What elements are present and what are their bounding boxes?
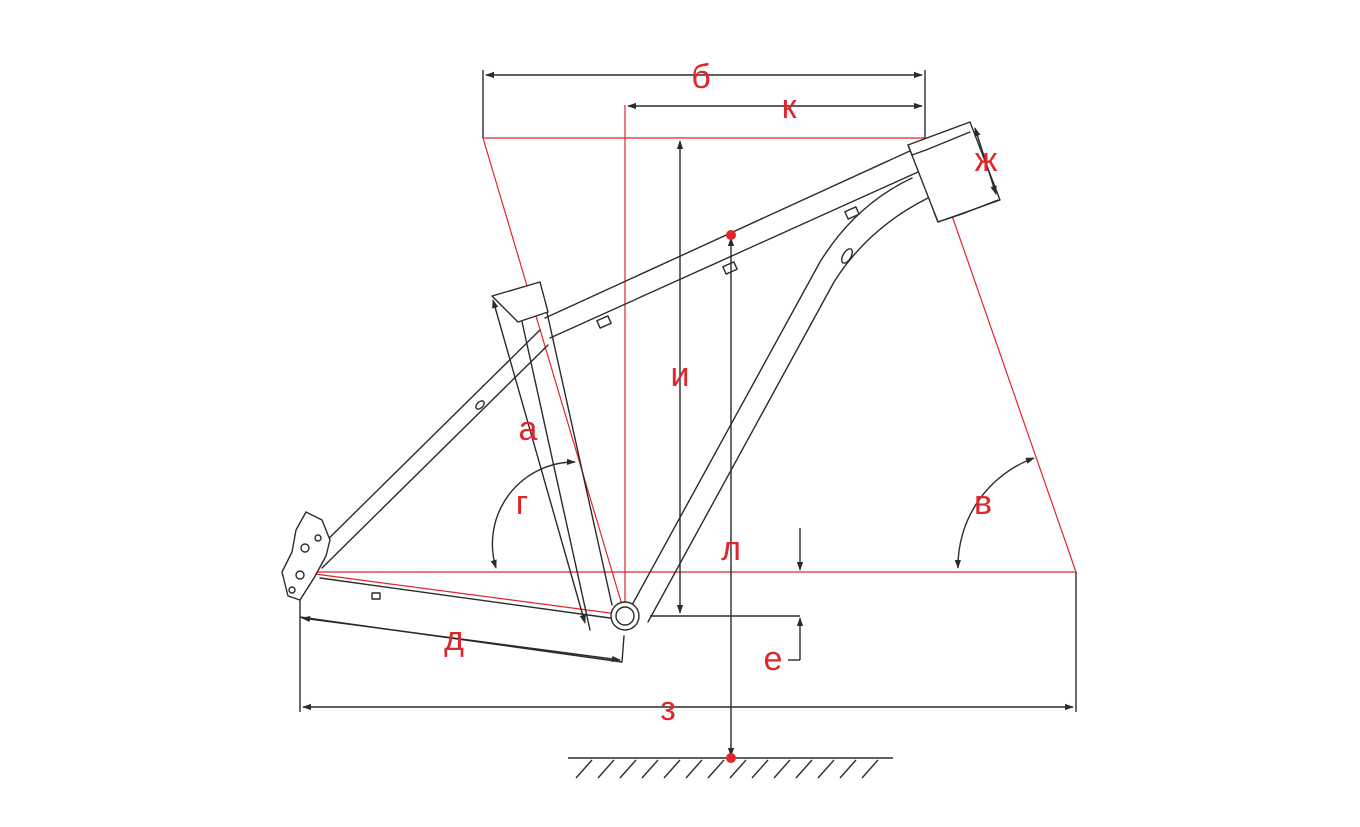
dropout-hole-1: [300, 543, 310, 553]
label-a: а: [519, 410, 538, 448]
seatstay-boss: [475, 400, 485, 410]
label-g: г: [516, 484, 528, 522]
seat-tube-top: [491, 281, 549, 323]
label-k: к: [782, 88, 798, 126]
label-e: е: [764, 640, 783, 678]
bottom-bracket: [610, 601, 640, 631]
head-tube-cap-top: [907, 131, 971, 156]
standover-point-top: [726, 230, 736, 240]
cable-guide-2: [722, 261, 738, 275]
ground-hatch-stroke: [685, 759, 703, 779]
ground-hatch-stroke: [795, 759, 813, 779]
label-i: и: [671, 356, 690, 394]
ground-hatch-stroke: [663, 759, 681, 779]
cable-guide-1: [596, 315, 612, 329]
seat-stay: [311, 329, 549, 569]
dim-g-arc: [490, 458, 576, 569]
dim-v-arc: [954, 457, 1035, 569]
labels: б к ж и а г в л д е з: [444, 58, 998, 728]
ground-hatch-stroke: [839, 759, 857, 779]
ground-hatch-stroke: [575, 759, 593, 779]
bottle-boss: [841, 248, 853, 264]
label-b: б: [691, 58, 710, 96]
dropout-hole-2: [295, 570, 305, 580]
label-v: в: [974, 484, 992, 522]
cable-guide-3: [844, 206, 860, 220]
label-z: з: [660, 690, 676, 728]
ground-hatch-stroke: [861, 759, 879, 779]
down-tube: [631, 177, 929, 623]
cable-guide-4: [371, 592, 381, 600]
rear-dropout: [281, 511, 331, 601]
bike-frame: [281, 121, 1001, 663]
ground-hatch-stroke: [641, 759, 659, 779]
label-l: л: [721, 530, 741, 568]
dim-d-line: [301, 615, 621, 663]
ground-hatch-stroke: [773, 759, 791, 779]
seat-tube: [518, 307, 613, 631]
ground-hatch-stroke: [619, 759, 637, 779]
ground-hatch-stroke: [707, 759, 725, 779]
ground-hatching: [575, 759, 879, 779]
ground-hatch-stroke: [751, 759, 769, 779]
label-d: д: [444, 620, 464, 658]
seat-axis-line: [482, 137, 626, 616]
ground-hatch-stroke: [817, 759, 835, 779]
ground-hatch-stroke: [597, 759, 615, 779]
head-tube-cap-bottom: [933, 199, 999, 223]
dim-zh-line: [974, 127, 997, 195]
label-zh: ж: [975, 141, 998, 179]
standover-point-ground: [726, 753, 736, 763]
dropout-hole-4: [288, 586, 296, 594]
ground-hatch-stroke: [729, 759, 747, 779]
dimension-lines: [299, 70, 1077, 757]
dropout-hole-3: [314, 534, 322, 542]
ground: [568, 757, 893, 779]
